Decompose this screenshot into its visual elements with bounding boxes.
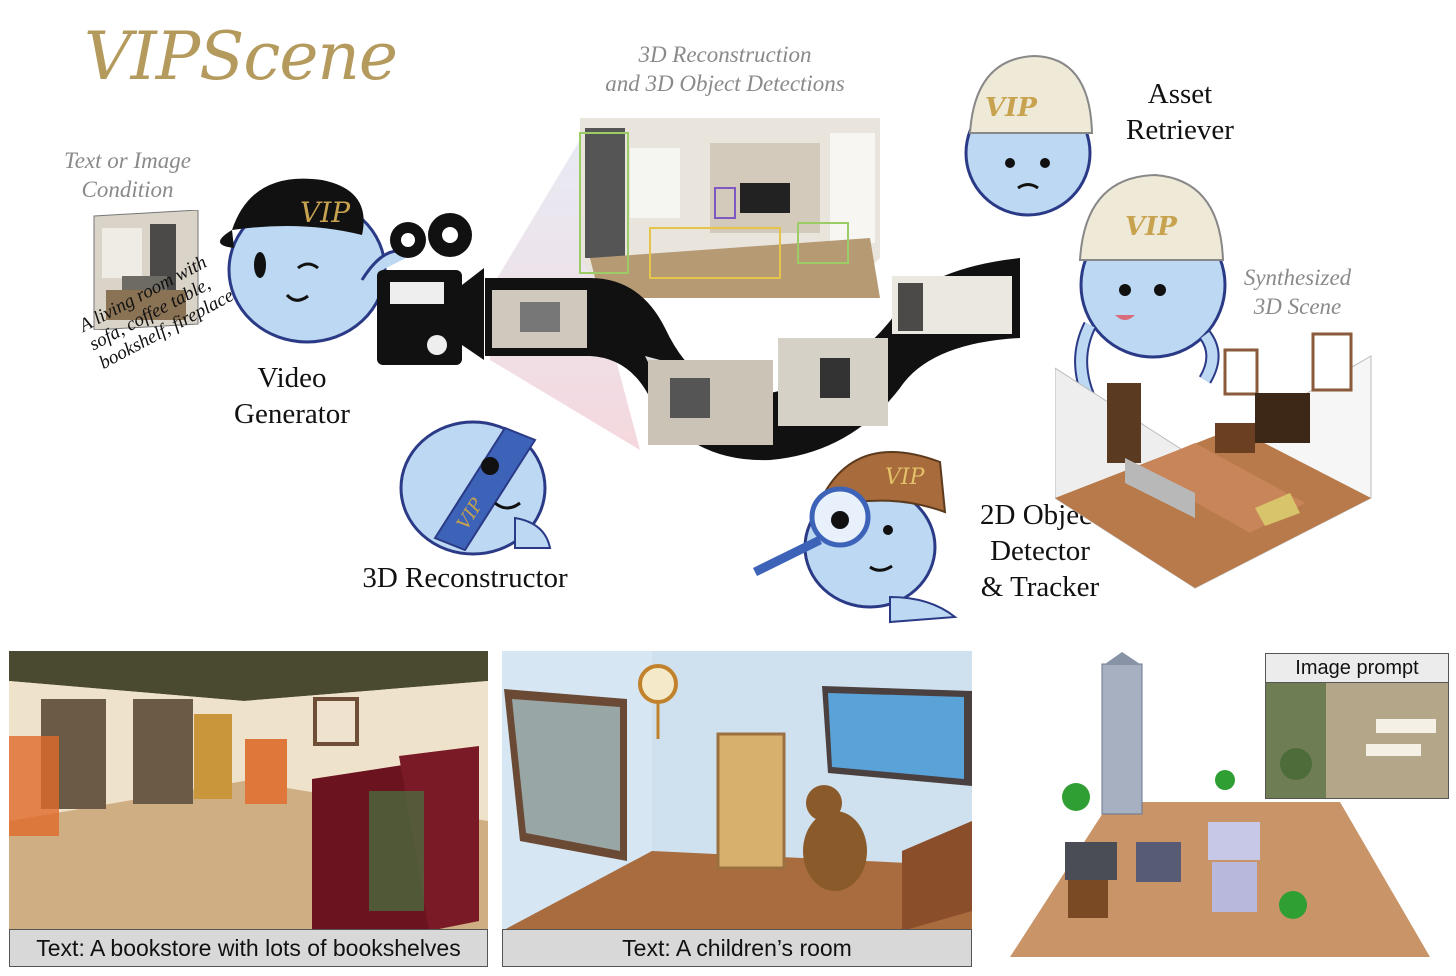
video-generator-label-2: Generator xyxy=(234,398,350,430)
reconstructor-character: VIP xyxy=(399,420,552,556)
condition-caption: Text or Image Condition xyxy=(40,146,215,204)
retriever-character-bottom: VIP xyxy=(1074,173,1227,414)
detector-character: VIP xyxy=(753,451,958,624)
retriever-top-hat-badge: VIP xyxy=(985,93,1038,123)
panel-bookstore: Text: A bookstore with lots of bookshelv… xyxy=(9,651,488,967)
reconstruction-room xyxy=(579,118,880,298)
image-prompt-label: Image prompt xyxy=(1266,654,1448,683)
generator-hat-badge: VIP xyxy=(300,196,351,229)
video-generator-label-1: Video xyxy=(257,362,327,394)
recon-caption-line1: 3D Reconstruction xyxy=(638,42,812,67)
synth-caption: Synthesized 3D Scene xyxy=(1215,263,1380,321)
synth-caption-line2: 3D Scene xyxy=(1253,294,1342,319)
condition-caption-line2: Condition xyxy=(81,177,174,202)
video-generator-label: Video Generator xyxy=(222,360,362,432)
image-prompt-inset: Image prompt xyxy=(1265,653,1449,799)
childrens-room-render xyxy=(502,651,972,967)
condition-image xyxy=(93,210,199,330)
reconstructor-label: 3D Reconstructor xyxy=(362,562,568,594)
condition-caption-line1: Text or Image xyxy=(64,148,191,173)
film-strip xyxy=(485,258,1020,461)
detector-hat-badge: VIP xyxy=(885,465,926,490)
synthesized-scene xyxy=(1055,332,1372,589)
childrens-room-caption: Text: A children’s room xyxy=(502,929,972,967)
image-prompt-scene xyxy=(1010,652,1430,957)
video-generator-character: VIP xyxy=(219,178,484,365)
bookstore-render xyxy=(9,651,488,967)
retriever-bottom-hat-badge: VIP xyxy=(1125,212,1178,242)
recon-caption-line2: and 3D Object Detections xyxy=(605,71,845,96)
retriever-label-2: Retriever xyxy=(1126,114,1234,146)
detector-label-3: & Tracker xyxy=(980,571,1100,603)
retriever-label-1: Asset xyxy=(1147,78,1213,110)
bookstore-caption: Text: A bookstore with lots of bookshelv… xyxy=(9,929,488,967)
retriever-label: Asset Retriever xyxy=(1115,76,1245,148)
detector-label: 2D Object Detector & Tracker xyxy=(960,497,1120,605)
vipscene-logo: VIPScene xyxy=(84,18,398,95)
synth-caption-line1: Synthesized xyxy=(1243,265,1352,290)
recon-caption: 3D Reconstruction and 3D Object Detectio… xyxy=(575,40,875,98)
detector-label-2: Detector xyxy=(990,535,1090,567)
retriever-character-top: VIP xyxy=(964,54,1094,217)
panel-childrens-room: Text: A children’s room xyxy=(502,651,972,967)
